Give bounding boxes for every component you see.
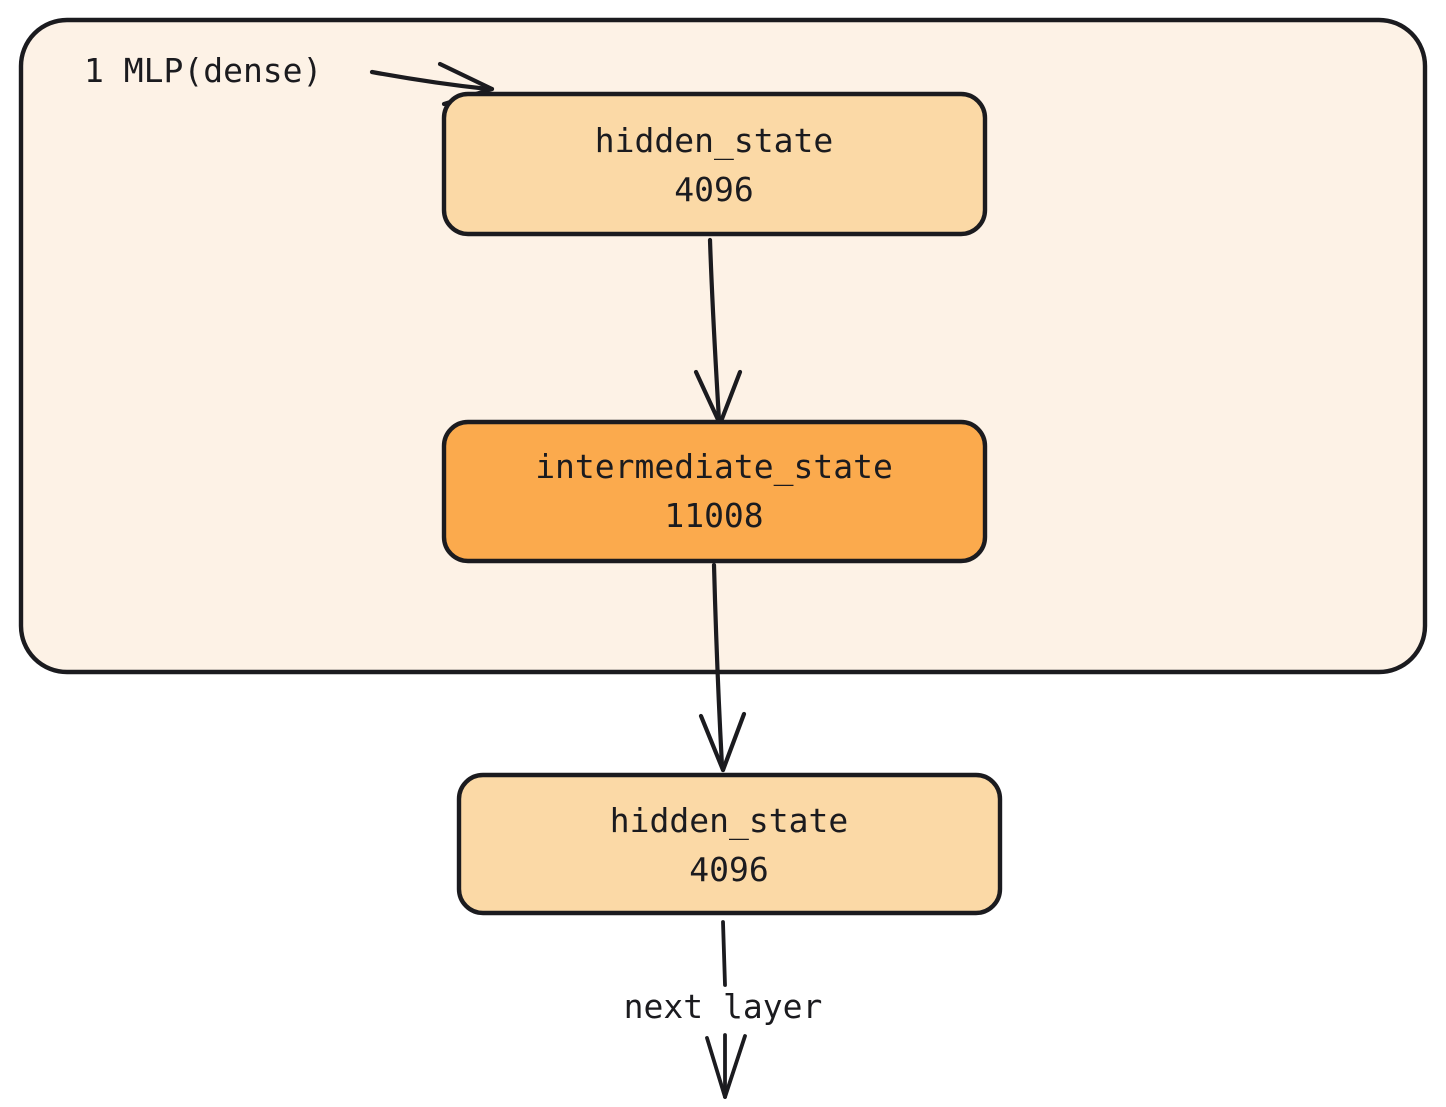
node-hidden-state-out-box[interactable] bbox=[456, 772, 1003, 916]
edge-caption-next-layer: next layer bbox=[624, 987, 823, 1026]
edge-hidden-out-to-next-layer bbox=[705, 920, 747, 1099]
node-hidden-state-out[interactable]: hidden_state 4096 bbox=[456, 772, 1003, 916]
node-hidden-state-in-dim: 4096 bbox=[674, 170, 753, 209]
edge-intermediate-to-hidden-out bbox=[698, 562, 747, 773]
node-intermediate-state-box[interactable] bbox=[441, 419, 988, 564]
node-hidden-state-in-box[interactable] bbox=[441, 91, 988, 237]
group-caption: 1 MLP(dense) bbox=[84, 51, 322, 90]
node-intermediate-state-dim: 11008 bbox=[664, 496, 763, 535]
node-hidden-state-in-label: hidden_state bbox=[595, 121, 833, 161]
node-intermediate-state-label: intermediate_state bbox=[535, 447, 893, 487]
edge-hidden-in-to-intermediate bbox=[693, 237, 743, 427]
node-intermediate-state[interactable]: intermediate_state 11008 bbox=[441, 419, 988, 564]
node-hidden-state-out-dim: 4096 bbox=[689, 850, 768, 889]
node-hidden-state-in[interactable]: hidden_state 4096 bbox=[441, 91, 988, 237]
mlp-dense-group-container bbox=[18, 17, 1428, 675]
node-hidden-state-out-label: hidden_state bbox=[610, 801, 848, 841]
